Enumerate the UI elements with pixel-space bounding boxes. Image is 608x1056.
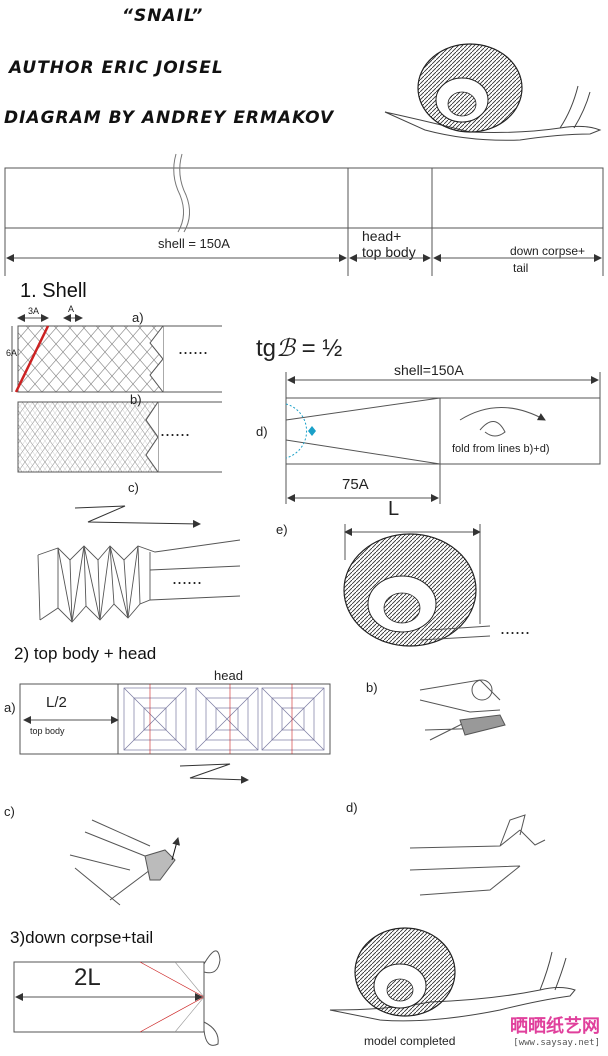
- dim-6a-label: 6A: [6, 348, 18, 358]
- step-b-label: b): [130, 392, 142, 407]
- diagrammer-credit: DIAGRAM BY ANDREY ERMAKOV: [4, 108, 335, 128]
- snail-model-completed: [329, 927, 576, 1022]
- formula-symbol: ℬ: [276, 334, 295, 362]
- watermark-url: [www.saysay.net]: [513, 1038, 600, 1048]
- continuation-dots-b: ......: [160, 420, 191, 440]
- head-label-line1: head+: [362, 228, 402, 244]
- step2-c-label: c): [4, 804, 15, 819]
- tail-label-line2: tail: [513, 261, 529, 275]
- continuation-dots-c: ......: [172, 568, 203, 588]
- site-watermark: 晒晒纸艺网 [www.saysay.net]: [510, 1012, 600, 1048]
- watermark-text: 晒晒纸艺网: [510, 1016, 600, 1037]
- step2-a-label: a): [4, 700, 16, 715]
- dim-a-label: A: [68, 304, 75, 314]
- shell-150a-label: shell=150A: [394, 362, 464, 378]
- formula-value: = ½: [301, 335, 343, 362]
- pleated-shell-model: [37, 539, 241, 623]
- two-l-label: 2L: [74, 964, 101, 991]
- shell-model-e: [343, 524, 491, 647]
- tail-label-line1: down corpse+: [510, 244, 586, 258]
- section-body-head-title: 2) top body + head: [14, 644, 157, 663]
- step-e-label: e): [276, 522, 288, 537]
- shell-taper-diagram: [285, 372, 601, 504]
- shell-crease-grid-b: [17, 401, 222, 473]
- tail-crease-pattern: [13, 950, 221, 1046]
- shell-crease-grid-a: [11, 314, 222, 393]
- section-tail-title: 3)down corpse+tail: [10, 928, 154, 947]
- length-l-label: L: [388, 498, 400, 520]
- head-label: head: [214, 668, 243, 683]
- shell-length-label: shell = 150A: [158, 236, 230, 251]
- head-fold-step-c: [69, 819, 181, 906]
- continuation-dots-a: ......: [178, 338, 209, 358]
- head-fold-step-d: [409, 814, 546, 896]
- head-body-crease-pattern: [19, 683, 331, 784]
- continuation-dots-e: ......: [500, 618, 531, 638]
- dim-3a-label: 3A: [28, 306, 40, 316]
- step2-b-label: b): [366, 680, 378, 695]
- angle-formula: tgℬ = ½: [256, 334, 342, 363]
- len-75a-label: 75A: [342, 476, 369, 493]
- author-credit: AUTHOR ERIC JOISEL: [9, 58, 224, 78]
- top-body-label: top body: [30, 726, 65, 736]
- step2-d-label: d): [346, 800, 358, 815]
- step-a-label: a): [132, 310, 144, 325]
- head-fold-step-b: [419, 679, 506, 741]
- step-d-label: d): [256, 424, 268, 439]
- paper-strip-plan: [4, 153, 604, 276]
- section-shell-title: 1. Shell: [20, 280, 87, 302]
- snail-illustration-top: [384, 43, 602, 141]
- half-l-label: L/2: [46, 694, 67, 711]
- pleat-fold-arrow: [74, 505, 201, 528]
- formula-prefix: tg: [256, 335, 277, 362]
- step-c-label: c): [128, 480, 139, 495]
- fold-instruction: fold from lines b)+d): [452, 443, 550, 455]
- model-completed-label: model completed: [364, 1034, 456, 1048]
- head-label-line2: top body: [362, 244, 416, 260]
- diagram-title: “SNAIL”: [122, 6, 204, 26]
